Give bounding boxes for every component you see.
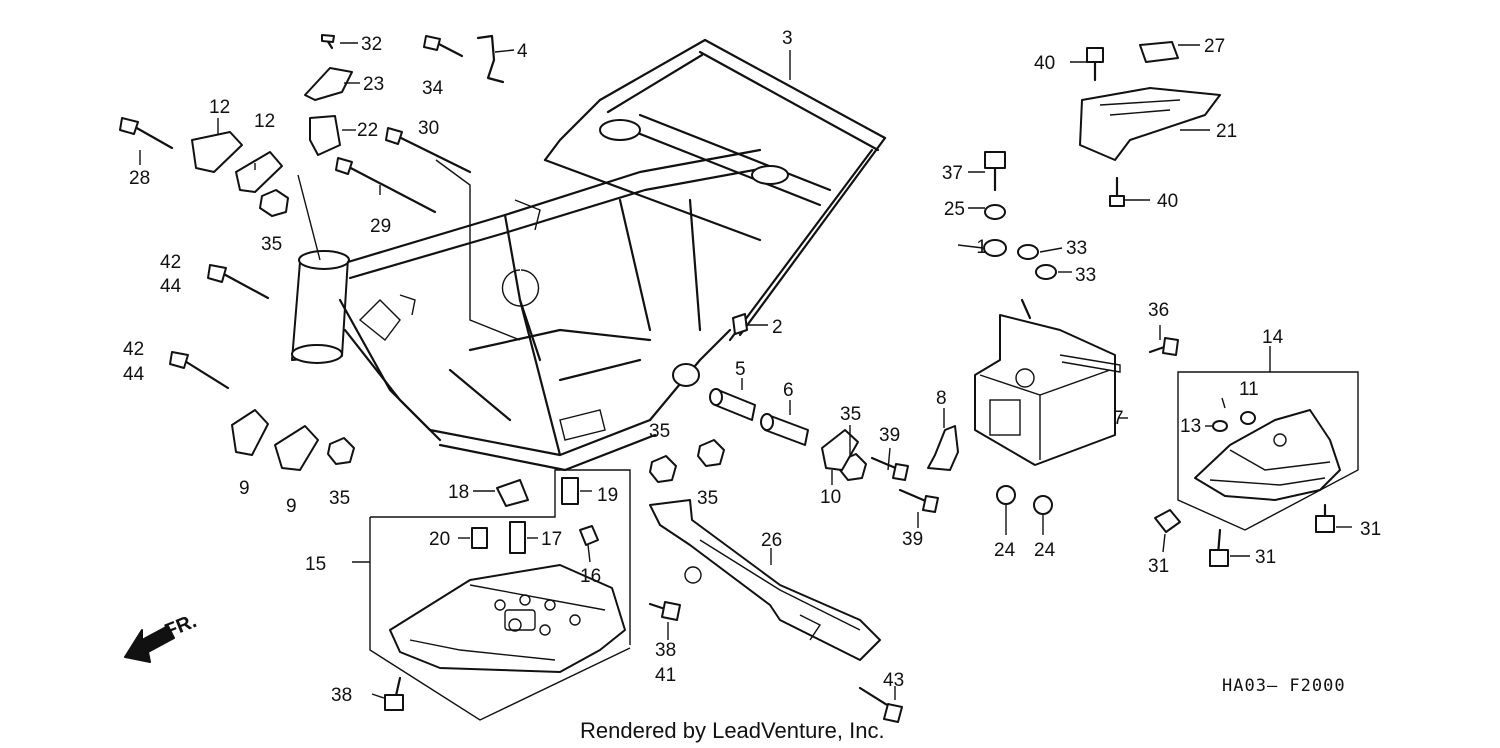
small-parts [191, 34, 1256, 554]
callout-4: 4 [517, 41, 528, 62]
fr-label: FR. [162, 610, 200, 642]
callout-12-right: 12 [254, 111, 275, 132]
callout-26: 26 [761, 530, 782, 551]
callout-42-top: 42 [160, 252, 181, 273]
callout-41: 41 [655, 665, 676, 686]
callout-39-top: 39 [879, 425, 900, 446]
main-frame [291, 38, 887, 472]
callout-8: 8 [936, 388, 947, 409]
callout-22: 22 [357, 120, 378, 141]
callout-35-lower-left: 35 [329, 488, 350, 509]
callout-9-left: 9 [239, 478, 250, 499]
bolts [119, 34, 1335, 723]
callout-20: 20 [429, 529, 450, 550]
callout-13: 13 [1180, 416, 1201, 437]
callout-31-middle: 31 [1255, 547, 1276, 568]
callout-16: 16 [580, 566, 601, 587]
callout-17: 17 [541, 529, 562, 550]
callout-30: 30 [418, 118, 439, 139]
callout-27: 27 [1204, 36, 1225, 57]
callout-36: 36 [1148, 300, 1169, 321]
callout-40-bottom: 40 [1157, 191, 1178, 212]
callout-5: 5 [735, 359, 746, 380]
callout-38-left: 38 [331, 685, 352, 706]
callout-34: 34 [422, 78, 444, 99]
callout-15: 15 [305, 554, 326, 575]
callout-3: 3 [782, 28, 793, 49]
callout-40-top: 40 [1034, 53, 1055, 74]
leader-lines [139, 42, 1352, 700]
footrest-bar [649, 499, 881, 661]
callout-24-right: 24 [1034, 540, 1056, 561]
skid-plate-rear [1194, 409, 1341, 501]
bracket-15b [369, 517, 631, 721]
callout-28: 28 [129, 168, 150, 189]
callout-33-bottom: 33 [1075, 265, 1096, 286]
callout-2: 2 [772, 317, 783, 338]
front-direction-arrow: FR. [124, 610, 200, 663]
bracket-14 [1177, 371, 1359, 531]
callout-38-center: 38 [655, 640, 676, 661]
bracket-21 [1079, 87, 1221, 161]
callout-35-center: 35 [649, 421, 670, 442]
callout-43: 43 [883, 670, 904, 691]
credit-text: Rendered by LeadVenture, Inc. [580, 718, 885, 743]
callout-24-left: 24 [994, 540, 1016, 561]
callout-12-left: 12 [209, 97, 230, 118]
engine-mount-bracket [974, 298, 1121, 466]
callout-10: 10 [820, 487, 841, 508]
callout-1: 1 [976, 237, 987, 258]
callout-42-bottom: 42 [123, 339, 144, 360]
skid-plate-front [389, 564, 626, 673]
callout-18: 18 [448, 482, 469, 503]
callout-35-upper: 35 [261, 234, 282, 255]
diagram-code: HA03— F2000 [1222, 676, 1346, 696]
callout-7: 7 [1113, 408, 1124, 429]
callout-31-right: 31 [1360, 519, 1381, 540]
callout-25: 25 [944, 199, 965, 220]
callout-14: 14 [1262, 327, 1284, 348]
callout-33-top: 33 [1066, 238, 1087, 259]
pad-27 [1139, 41, 1179, 63]
callout-39-bottom: 39 [902, 529, 923, 550]
callout-11: 11 [1239, 379, 1259, 400]
callout-35-right: 35 [840, 404, 861, 425]
callout-23: 23 [363, 74, 384, 95]
callout-9-right: 9 [286, 496, 297, 517]
callout-32: 32 [361, 34, 382, 55]
callout-44-top: 44 [160, 276, 182, 297]
callout-31-left: 31 [1148, 556, 1169, 577]
callout-6: 6 [783, 380, 794, 401]
bracket-15 [370, 469, 631, 645]
callout-labels: 1 2 3 4 5 6 7 8 9 9 10 11 12 12 13 14 15… [123, 28, 1381, 706]
callout-44-bottom: 44 [123, 364, 145, 385]
callout-29: 29 [370, 216, 391, 237]
callout-37: 37 [942, 163, 963, 184]
callout-35-center-right: 35 [697, 488, 718, 509]
callout-19: 19 [597, 485, 618, 506]
callout-21: 21 [1216, 121, 1237, 142]
